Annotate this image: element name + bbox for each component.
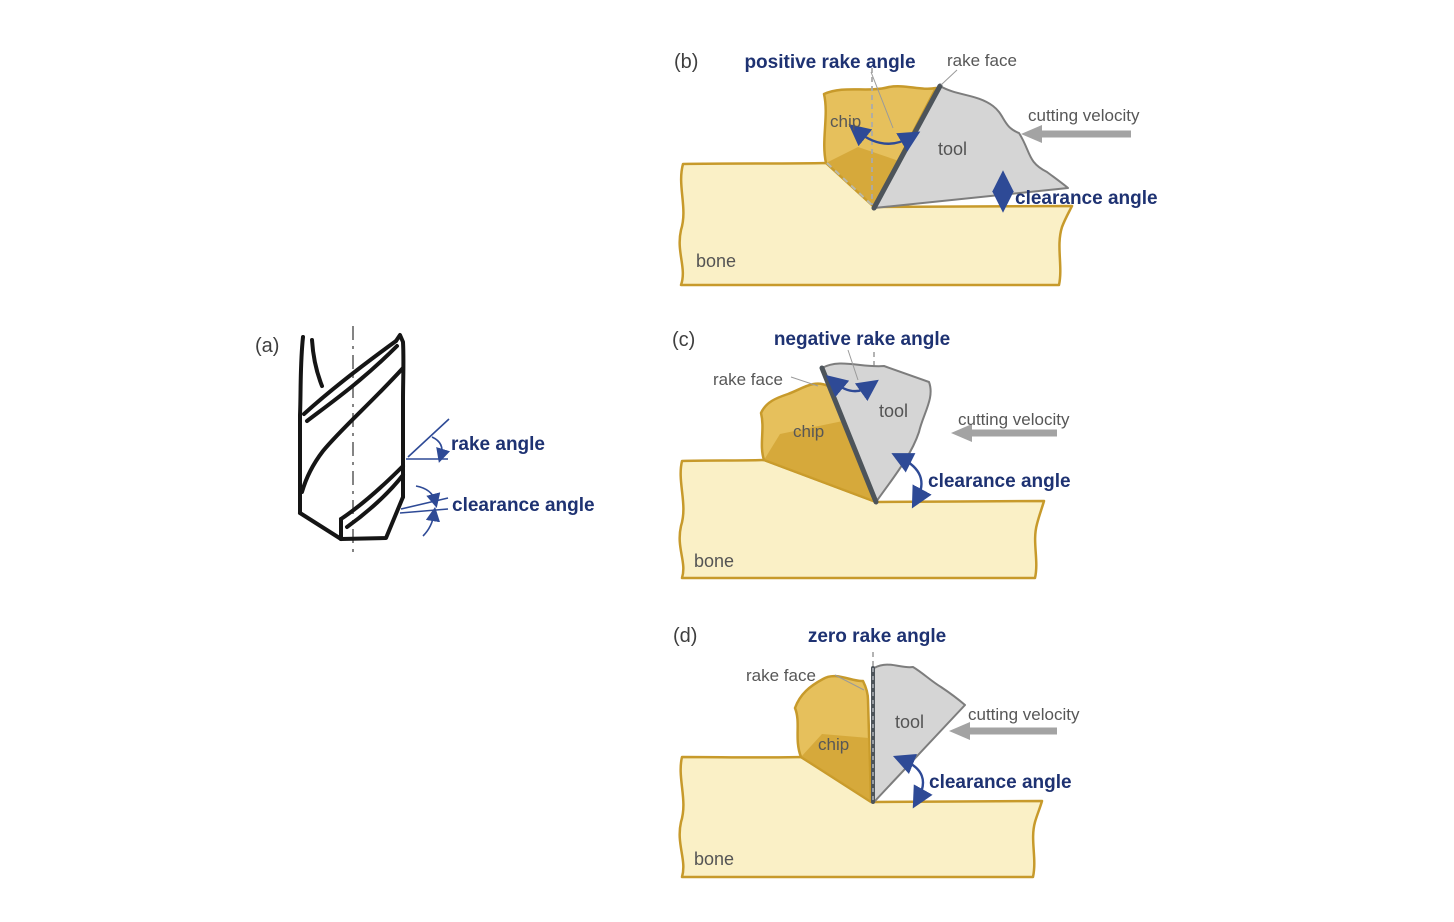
panel-b-positive-rake-diagram: (b) positive rake angle rake face chip t…	[674, 51, 1158, 287]
chip-label: chip	[830, 112, 861, 131]
drill-land-top-edge	[302, 339, 398, 416]
rake-angle-reference-incline	[407, 418, 450, 458]
panel-b-title: positive rake angle	[744, 52, 915, 73]
bone-label: bone	[694, 551, 734, 571]
title-leader-line	[847, 349, 859, 381]
chip-label: chip	[818, 735, 849, 754]
cutting-velocity-label: cutting velocity	[958, 410, 1070, 429]
chip-label: chip	[793, 422, 824, 441]
panel-d-letter: (d)	[673, 625, 697, 647]
rake-face-label: rake face	[713, 370, 783, 389]
rake-face-label: rake face	[947, 51, 1017, 70]
panel-c-letter: (c)	[672, 329, 695, 351]
drill-tip-right-face	[339, 495, 405, 541]
drill-cutting-lip-inner	[345, 473, 405, 529]
clearance-angle-label: clearance angle	[928, 471, 1071, 492]
panel-d-title: zero rake angle	[808, 626, 946, 647]
panel-a-drill-diagram: (a) rake angle clearance angle	[255, 326, 595, 556]
bone-shape	[678, 755, 1044, 879]
cutting-velocity-arrow-head	[1021, 125, 1042, 143]
panel-c-negative-rake-diagram: (c) negative rake angle rake face chip t…	[672, 329, 1071, 580]
cutting-velocity-arrow-head	[949, 722, 970, 740]
drill-cutting-lip-outer	[339, 464, 405, 521]
clearance-reference-incline	[400, 497, 449, 510]
rake-angle-arc	[848, 124, 921, 152]
panel-a-letter: (a)	[255, 335, 279, 357]
clearance-angle-arc-lower	[422, 506, 441, 537]
chip-shadow	[764, 421, 876, 502]
tool-label: tool	[938, 139, 967, 159]
tool-label: tool	[895, 712, 924, 732]
panel-b-letter: (b)	[674, 51, 698, 73]
rake-angle-arc	[825, 375, 879, 402]
rake-angle-label: rake angle	[451, 434, 545, 455]
title-leader-line	[870, 71, 894, 129]
clearance-angle-arc	[892, 753, 933, 809]
panel-d-zero-rake-diagram: (d) zero rake angle rake face chip tool …	[673, 625, 1080, 879]
rake-face-leader-line	[790, 376, 819, 387]
drill-land-bottom-edge	[305, 344, 399, 423]
chip-shadow	[801, 734, 871, 802]
clearance-angle-arc-upper	[415, 485, 441, 508]
clearance-angle-label: clearance angle	[452, 495, 595, 516]
cutting-velocity-label: cutting velocity	[968, 705, 1080, 724]
clearance-angle-label: clearance angle	[1015, 188, 1158, 209]
drill-left-edge	[298, 335, 305, 515]
bone-label: bone	[696, 251, 736, 271]
clearance-angle-label: clearance angle	[929, 772, 1072, 793]
cutting-velocity-label: cutting velocity	[1028, 106, 1140, 125]
cutting-velocity-arrow-head	[951, 424, 972, 442]
bone-label: bone	[694, 849, 734, 869]
panel-c-title: negative rake angle	[774, 329, 950, 350]
clearance-angle-arc	[891, 453, 932, 509]
drill-spiral-edge	[300, 366, 405, 494]
drill-flute-prong	[310, 338, 324, 388]
rake-angle-arc	[431, 436, 450, 463]
drill-tip-left-face	[298, 511, 343, 541]
rake-face-leader-line	[940, 69, 958, 86]
tool-shape	[873, 85, 1069, 209]
tool-label: tool	[879, 401, 908, 421]
clearance-reference-horizontal	[399, 508, 449, 514]
rake-face-label: rake face	[746, 666, 816, 685]
bone-shape	[678, 161, 1074, 287]
rake-face-leader-line	[834, 674, 865, 691]
